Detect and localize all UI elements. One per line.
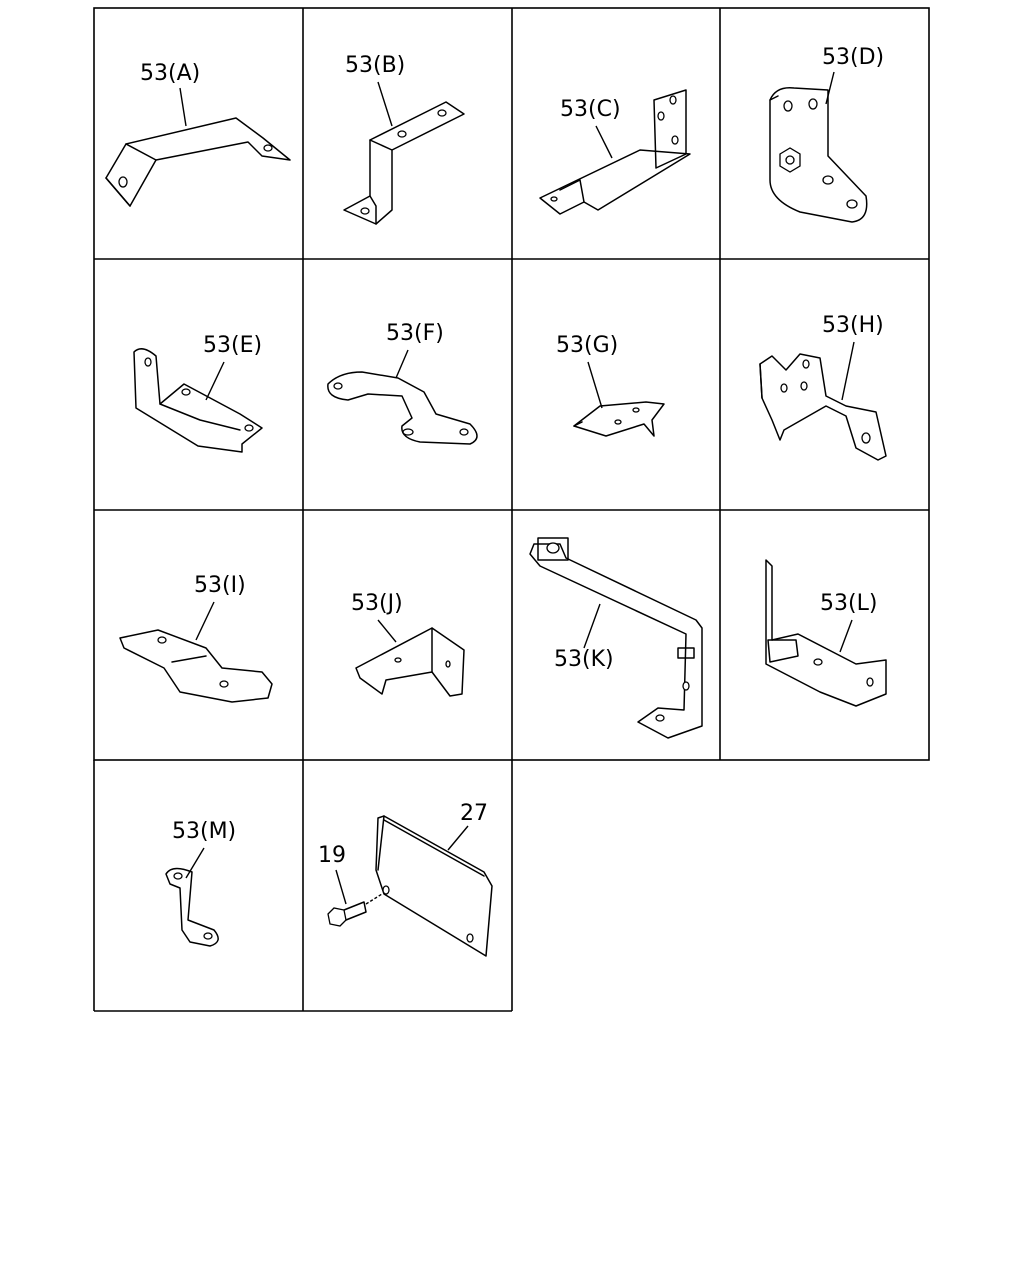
bracket-53f bbox=[327, 371, 478, 445]
cell-53j: 53(J) bbox=[351, 591, 465, 697]
label-27: 27 bbox=[460, 801, 488, 826]
label-53g: 53(G) bbox=[556, 333, 618, 358]
cell-27-19: 27 19 bbox=[318, 801, 493, 957]
label-53b: 53(B) bbox=[345, 53, 405, 78]
label-19: 19 bbox=[318, 843, 346, 868]
plate-27 bbox=[375, 815, 493, 957]
cell-53d: 53(D) bbox=[769, 45, 884, 223]
label-53k: 53(K) bbox=[554, 647, 614, 672]
label-53j: 53(J) bbox=[351, 591, 403, 616]
cell-53b: 53(B) bbox=[343, 53, 465, 225]
bracket-53b bbox=[343, 101, 465, 225]
cell-53g: 53(G) bbox=[556, 333, 665, 437]
cell-53l: 53(L) bbox=[765, 559, 887, 707]
label-53f: 53(F) bbox=[386, 321, 444, 346]
cell-53k: 53(K) bbox=[529, 537, 703, 739]
label-53i: 53(I) bbox=[194, 573, 246, 598]
bracket-53g bbox=[573, 401, 665, 437]
cell-53e: 53(E) bbox=[133, 333, 263, 453]
cell-53f: 53(F) bbox=[327, 321, 478, 445]
bracket-53i bbox=[119, 629, 273, 703]
label-53c: 53(C) bbox=[560, 97, 621, 122]
label-53a: 53(A) bbox=[140, 61, 200, 86]
bracket-53d bbox=[769, 87, 868, 223]
bracket-53c bbox=[539, 89, 691, 215]
bolt-19 bbox=[327, 893, 383, 927]
bracket-53k bbox=[529, 537, 703, 739]
cell-53h: 53(H) bbox=[759, 313, 887, 461]
label-53e: 53(E) bbox=[203, 333, 262, 358]
bracket-53m bbox=[165, 867, 219, 947]
bracket-53a bbox=[105, 117, 291, 207]
grid-frame bbox=[93, 7, 930, 1012]
cell-53i: 53(I) bbox=[119, 573, 273, 703]
label-53m: 53(M) bbox=[172, 819, 236, 844]
bracket-53l bbox=[765, 559, 887, 707]
label-53l: 53(L) bbox=[820, 591, 877, 616]
bracket-53e bbox=[133, 348, 263, 453]
cell-53a: 53(A) bbox=[105, 61, 291, 207]
bracket-53h bbox=[759, 353, 887, 461]
bracket-53j bbox=[355, 627, 465, 697]
label-53d: 53(D) bbox=[822, 45, 884, 70]
cell-53m: 53(M) bbox=[165, 819, 236, 947]
label-53h: 53(H) bbox=[822, 313, 884, 338]
cell-53c: 53(C) bbox=[539, 89, 691, 215]
